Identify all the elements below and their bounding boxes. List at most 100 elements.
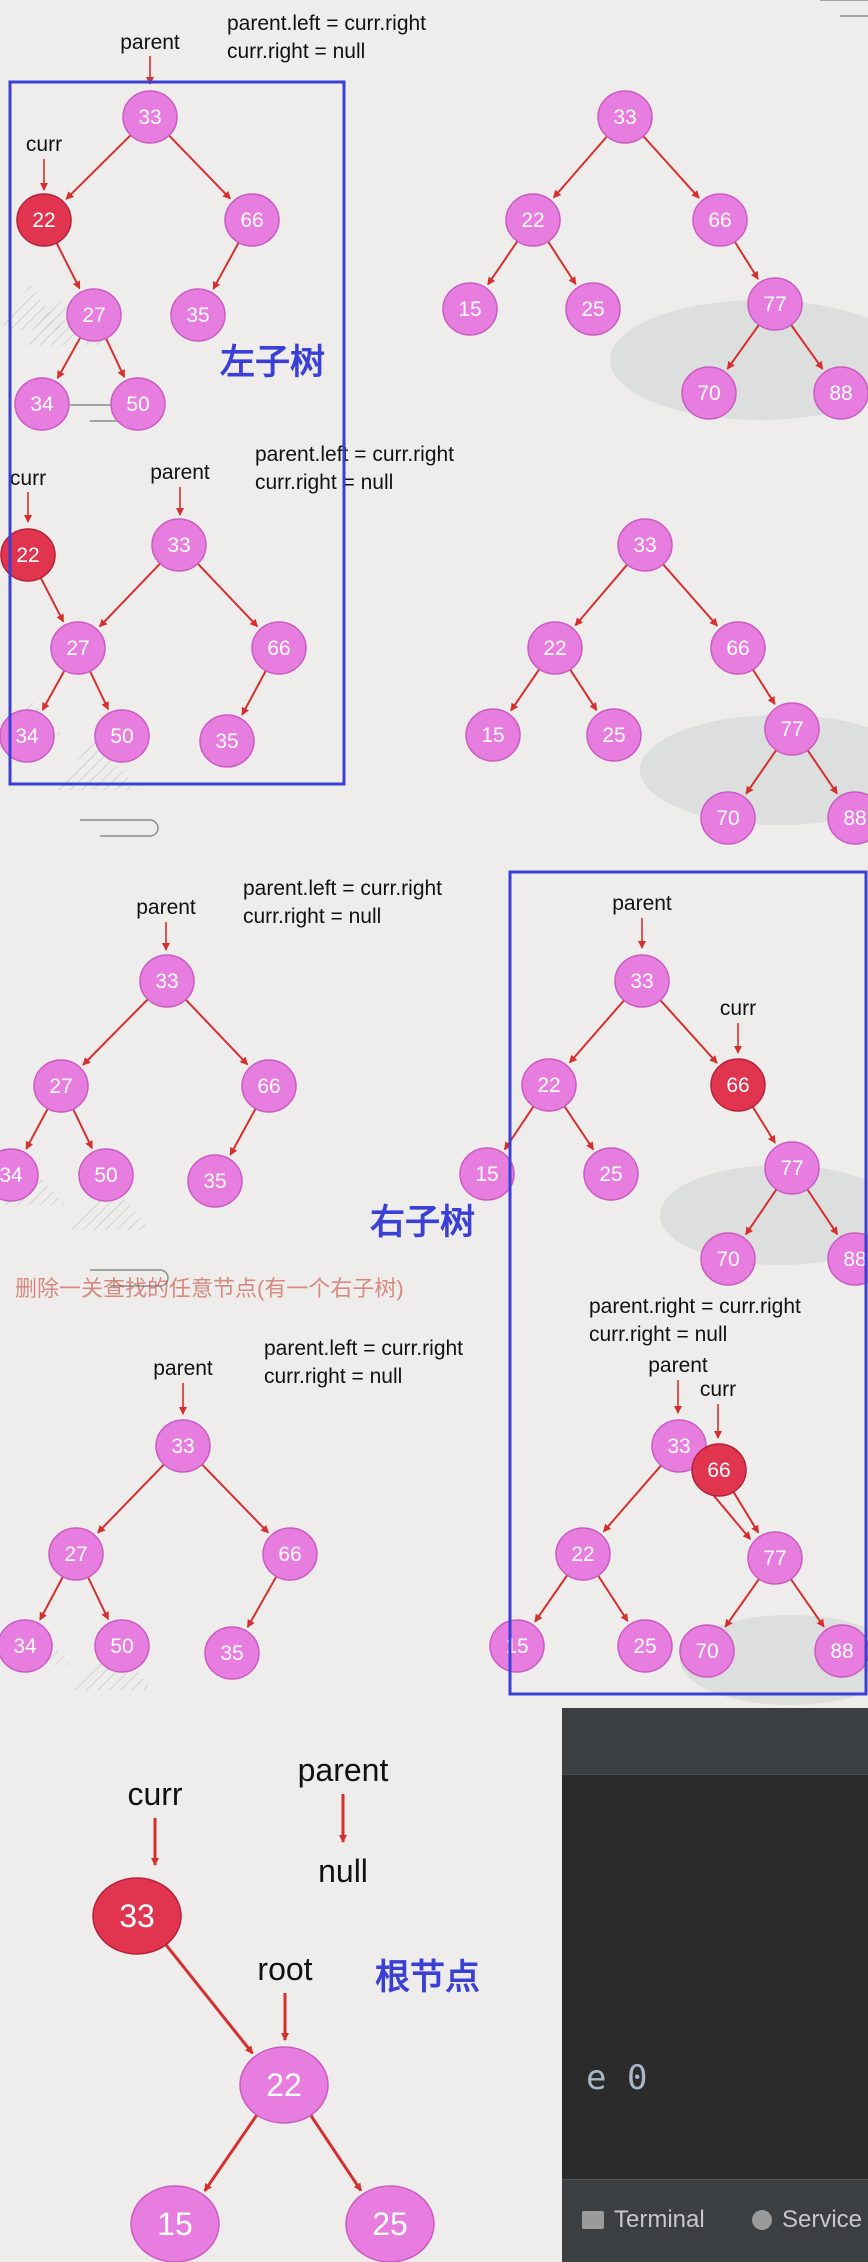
node-value: 33	[633, 534, 656, 557]
node-circle	[489, 1619, 545, 1673]
tree-edge	[201, 1463, 269, 1534]
node-circle	[555, 1527, 611, 1581]
highlighted-node-circle	[16, 193, 72, 247]
tree-node: 25	[345, 2185, 435, 2262]
node-circle	[527, 621, 583, 675]
tree-node: 70	[679, 1624, 735, 1678]
node-value: 33	[171, 1435, 194, 1458]
landscape-wash	[610, 300, 868, 420]
node-circle	[224, 193, 280, 247]
node-circle	[681, 366, 737, 420]
tree-node: 50	[110, 377, 166, 431]
tree-edge	[212, 242, 240, 290]
tree-edge	[724, 1578, 760, 1628]
tree-node: 22	[527, 621, 583, 675]
swirl-decoration	[90, 1269, 169, 1287]
tree-edge	[547, 241, 577, 285]
node-circle	[251, 621, 307, 675]
tree-node: 77	[747, 277, 803, 331]
tree-edge	[105, 337, 126, 379]
node-value: 70	[695, 1640, 718, 1663]
terminal-icon	[582, 2211, 604, 2229]
parent-label: parent	[153, 1357, 213, 1380]
hill-decoration	[68, 1185, 150, 1230]
tree-edge	[164, 1943, 254, 2055]
parent-label: parent	[120, 31, 180, 54]
node-value: 50	[110, 725, 133, 748]
node-value: 34	[13, 1635, 37, 1658]
node-circle	[14, 377, 70, 431]
node-value: 33	[155, 970, 178, 993]
console-text: e 0	[586, 2058, 648, 2098]
node-value: 34	[30, 393, 54, 416]
parent-label: parent	[298, 1752, 389, 1788]
node-value: 22	[521, 209, 544, 232]
tree-node: 22	[16, 193, 72, 247]
tree-node: 77	[764, 1141, 820, 1195]
node-value: 70	[716, 807, 739, 830]
node-circle	[130, 2185, 220, 2262]
node-circle	[239, 2046, 329, 2124]
code-line: parent.left = curr.right	[243, 877, 442, 900]
node-value: 34	[0, 1164, 23, 1187]
background-decoration	[0, 0, 868, 1705]
node-circle	[151, 518, 207, 572]
services-tab[interactable]: Service	[752, 2206, 862, 2234]
tree-edge	[168, 134, 231, 200]
node-circle	[204, 1626, 260, 1680]
node-circle	[345, 2185, 435, 2262]
node-circle	[764, 702, 820, 756]
node-value: 66	[240, 209, 263, 232]
node-value: 66	[726, 1074, 749, 1097]
tree-edge	[563, 1105, 595, 1151]
tree-node: 22	[505, 193, 561, 247]
node-value: 50	[126, 393, 149, 416]
ide-status-bar: Terminal Service	[562, 2179, 868, 2262]
tree-node: 66	[224, 193, 280, 247]
swirl-decoration	[820, 0, 868, 17]
node-value: 27	[82, 304, 105, 327]
tree-node: 22	[239, 2046, 329, 2124]
tree-edge	[745, 1188, 778, 1236]
ide-toolbar	[562, 1708, 868, 1775]
node-value: 15	[475, 1163, 498, 1186]
tree-edge	[568, 999, 625, 1064]
node-value: 34	[15, 725, 39, 748]
node-circle	[78, 1148, 134, 1202]
node-value: 50	[94, 1164, 117, 1187]
tree-edge	[569, 668, 598, 712]
tree-node: 15	[489, 1619, 545, 1673]
node-value: 22	[571, 1543, 594, 1566]
tree-node: 50	[78, 1148, 134, 1202]
tree-node: 33	[597, 90, 653, 144]
node-circle	[139, 954, 195, 1008]
tree-node: 33	[614, 954, 670, 1008]
node-value: 77	[763, 293, 786, 316]
node-circle	[521, 1058, 577, 1112]
tree-edge	[25, 1108, 49, 1150]
terminal-tab[interactable]: Terminal	[582, 2206, 705, 2234]
tree-edge	[87, 1576, 110, 1621]
node-value: 33	[667, 1435, 690, 1458]
tree-node: 88	[813, 366, 868, 420]
tree-edge	[309, 2114, 363, 2192]
parent-label: parent	[150, 461, 210, 484]
tree-node: 22	[0, 528, 56, 582]
tree-node: 33	[92, 1877, 182, 1955]
tree-node: 77	[747, 1531, 803, 1585]
tree-node: 88	[827, 1232, 868, 1286]
node-circle	[700, 1232, 756, 1286]
node-circle	[0, 1148, 39, 1202]
tree-node: 70	[700, 1232, 756, 1286]
node-value: 88	[843, 807, 866, 830]
node-value: 33	[613, 106, 636, 129]
node-circle	[651, 1419, 707, 1473]
node-value: 88	[843, 1248, 866, 1271]
services-icon	[752, 2210, 772, 2230]
node-value: 27	[49, 1075, 72, 1098]
node-circle	[586, 708, 642, 762]
node-value: 35	[203, 1170, 226, 1193]
parent-label: parent	[648, 1354, 708, 1377]
